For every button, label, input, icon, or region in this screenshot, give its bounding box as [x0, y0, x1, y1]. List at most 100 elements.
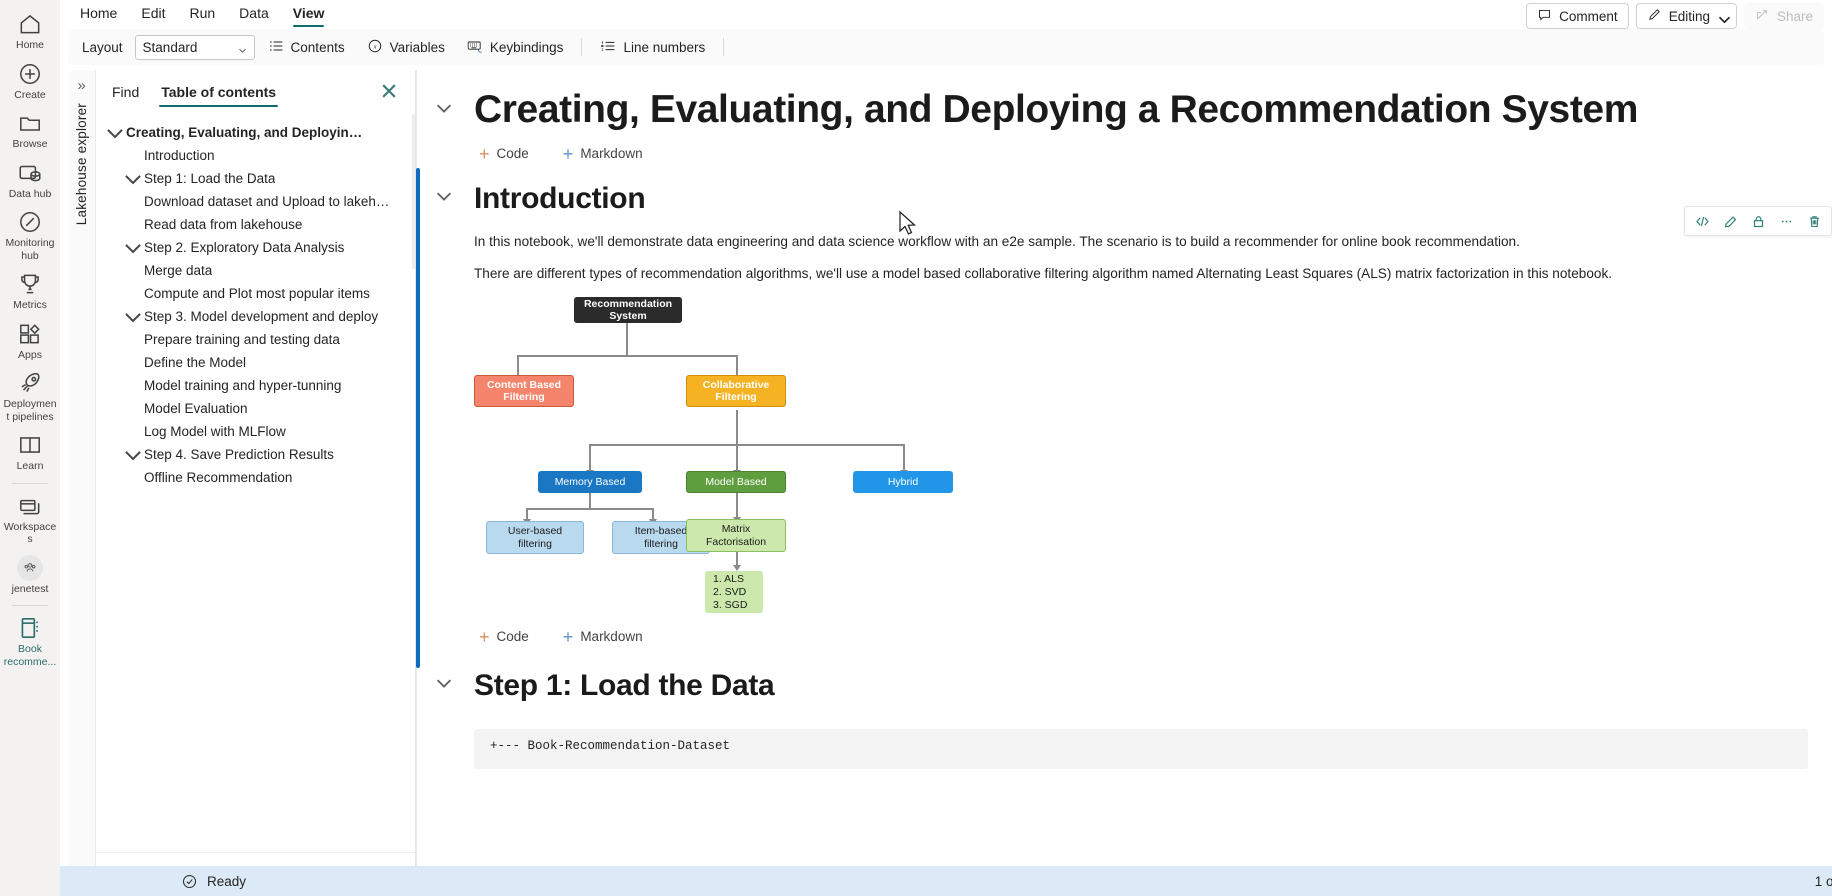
chevron-down-icon[interactable]	[122, 237, 144, 259]
tab-edit[interactable]: Edit	[141, 5, 166, 21]
lakehouse-explorer-spine[interactable]: » Lakehouse explorer	[68, 70, 96, 896]
add-markdown-cell-button-2[interactable]: + Markdown	[558, 626, 648, 647]
add-code-cell-button-2[interactable]: + Code	[474, 626, 534, 647]
notebook-title-cell[interactable]: Creating, Evaluating, and Deploying a Re…	[416, 70, 1832, 164]
tab-find[interactable]: Find	[112, 83, 140, 100]
monitor-gauge-icon	[17, 209, 43, 235]
line-numbers-icon	[600, 38, 616, 57]
rail-item-home[interactable]: Home	[0, 6, 60, 56]
rail-label: Learn	[16, 460, 44, 472]
close-panel-button[interactable]	[379, 81, 399, 101]
introduction-markdown-cell[interactable]: Introduction	[416, 168, 1832, 668]
collapse-introduction-caret-icon[interactable]	[434, 186, 454, 206]
content-row: » Lakehouse explorer Find Table of conte…	[60, 65, 1832, 896]
tab-table-of-contents[interactable]: Table of contents	[159, 74, 278, 109]
folder-icon	[17, 110, 43, 136]
tab-run[interactable]: Run	[189, 5, 216, 21]
toc-item[interactable]: Creating, Evaluating, and Deployin…	[96, 121, 415, 144]
ellipsis-icon[interactable]	[1773, 209, 1799, 233]
tab-data[interactable]: Data	[239, 5, 269, 21]
toc-item[interactable]: Offline Recommendation	[96, 466, 415, 489]
add-code-label: Code	[496, 146, 529, 161]
rail-item-workspaces[interactable]: Workspaces	[0, 488, 60, 550]
tab-view[interactable]: View	[281, 2, 337, 27]
toc-item[interactable]: Define the Model	[96, 351, 415, 374]
toc-item-label: Introduction	[144, 148, 215, 163]
people-group-icon	[17, 554, 43, 581]
toc-item[interactable]: Download dataset and Upload to lakeh…	[96, 190, 415, 213]
line-numbers-toggle[interactable]: Line numbers	[591, 34, 714, 61]
rail-item-learn[interactable]: Learn	[0, 427, 60, 477]
book-open-icon	[17, 432, 43, 458]
contents-toggle[interactable]: Contents	[259, 34, 354, 61]
step1-markdown-cell[interactable]: Step 1: Load the Data +--- Book-Recommen…	[416, 651, 1832, 769]
toc-item[interactable]: Model training and hyper-tunning	[96, 374, 415, 397]
connector	[736, 493, 738, 517]
connector	[903, 444, 905, 470]
toc-item[interactable]: Introduction	[96, 144, 415, 167]
chevron-down-icon[interactable]	[122, 444, 144, 466]
rail-item-book-recommendation[interactable]: Book recomme...	[0, 610, 60, 672]
node-label: User-based filtering	[507, 525, 563, 550]
add-markdown-label: Markdown	[580, 146, 643, 161]
toc-item[interactable]: Step 4. Save Prediction Results	[96, 443, 415, 466]
tab-home[interactable]: Home	[80, 5, 118, 21]
cell-count-status: 1 of 67 ce	[1814, 873, 1832, 889]
toc-item[interactable]: Step 2. Exploratory Data Analysis	[96, 236, 415, 259]
toc-item-label: Merge data	[144, 263, 213, 278]
connector	[589, 493, 591, 508]
plus-icon: +	[562, 143, 574, 164]
toc-item[interactable]: Step 3. Model development and deploy	[96, 305, 415, 328]
expand-double-chevron-icon[interactable]: »	[77, 77, 86, 94]
toc-item[interactable]: Prepare training and testing data	[96, 328, 415, 351]
ribbon-right-actions: Comment Editing Share	[1526, 3, 1824, 29]
rail-item-browse[interactable]: Browse	[0, 105, 60, 155]
toc-item[interactable]: Model Evaluation	[96, 397, 415, 420]
collapse-title-caret-icon[interactable]	[434, 98, 454, 118]
add-code-label: Code	[496, 629, 529, 644]
chevron-down-icon	[238, 43, 247, 53]
connector	[526, 508, 528, 519]
toc-item[interactable]: Log Model with MLFlow	[96, 420, 415, 443]
diagram-node-model-based: Model Based	[686, 471, 786, 493]
rail-divider	[12, 482, 48, 484]
rail-item-monitoring-hub[interactable]: Monitoring hub	[0, 204, 60, 266]
variables-label: Variables	[389, 39, 445, 55]
layout-select[interactable]: Standard	[134, 34, 255, 60]
notebook-canvas[interactable]: Creating, Evaluating, and Deploying a Re…	[416, 70, 1832, 896]
chevron-down-icon[interactable]	[104, 122, 126, 144]
rail-item-deployment-pipelines[interactable]: Deployment pipelines	[0, 365, 60, 427]
chevron-down-icon[interactable]	[122, 306, 144, 328]
collapse-step1-caret-icon[interactable]	[434, 673, 454, 693]
toc-item[interactable]: Step 1: Load the Data	[96, 167, 415, 190]
code-output-block[interactable]: +--- Book-Recommendation-Dataset	[474, 729, 1808, 769]
toc-scrollbar[interactable]	[412, 114, 415, 269]
code-text: +--- Book-Recommendation-Dataset	[490, 739, 731, 753]
rail-item-apps[interactable]: Apps	[0, 316, 60, 366]
rail-item-create[interactable]: Create	[0, 56, 60, 106]
share-button[interactable]: Share	[1743, 3, 1824, 29]
pencil-icon[interactable]	[1717, 209, 1743, 233]
node-label: Model Based	[705, 475, 767, 488]
rail-item-data-hub[interactable]: Data hub	[0, 155, 60, 205]
ribbon-tab-bar: Home Edit Run Data View Comment Editing	[60, 0, 1832, 29]
node-label: Item-based filtering	[634, 525, 688, 550]
variables-toggle[interactable]: x Variables	[358, 34, 454, 61]
editing-mode-button[interactable]: Editing	[1635, 3, 1737, 29]
toc-item[interactable]: Compute and Plot most popular items	[96, 282, 415, 305]
toc-item[interactable]: Read data from lakehouse	[96, 213, 415, 236]
rail-item-jenetest[interactable]: jenetest	[0, 550, 60, 600]
rail-item-metrics[interactable]: Metrics	[0, 266, 60, 316]
code-brackets-icon[interactable]	[1689, 209, 1715, 233]
diagram-node-collaborative: Collaborative Filtering	[686, 375, 786, 407]
toc-item[interactable]: Merge data	[96, 259, 415, 282]
add-code-cell-button[interactable]: + Code	[474, 143, 534, 164]
lock-icon[interactable]	[1745, 209, 1771, 233]
keybindings-toggle[interactable]: Keybindings	[458, 34, 573, 61]
comment-button[interactable]: Comment	[1526, 3, 1629, 29]
chevron-down-icon[interactable]	[122, 168, 144, 190]
add-markdown-cell-button[interactable]: + Markdown	[558, 143, 648, 164]
ready-check-icon	[182, 874, 197, 889]
trash-icon[interactable]	[1801, 209, 1827, 233]
view-ribbon-toolbar: Layout Standard Contents x Variables	[68, 29, 1824, 65]
